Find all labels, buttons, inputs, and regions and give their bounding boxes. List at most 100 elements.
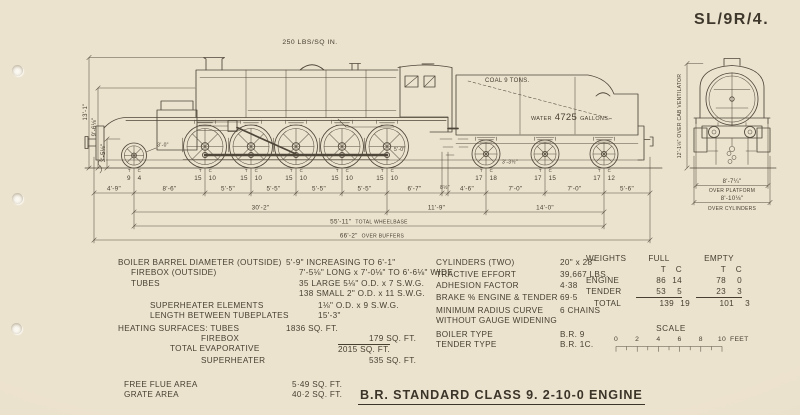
- pony-wheel: [121, 142, 147, 169]
- tender-frame: [455, 76, 639, 144]
- svg-text:8'-6": 8'-6": [162, 186, 176, 193]
- front-frame-legs: [707, 137, 757, 165]
- ruler-ticks: [615, 346, 723, 352]
- front-buffer-center: [747, 129, 753, 135]
- dome-and-safety-valves: [299, 63, 361, 71]
- engine-specs-table: CYLINDERS (TWO)20" x 28" TRACTIVE EFFORT…: [436, 258, 609, 350]
- svg-text:2: 2: [635, 336, 639, 343]
- svg-text:7'-0": 7'-0": [567, 186, 581, 193]
- svg-text:17: 17: [475, 175, 483, 182]
- svg-text:4'-6": 4'-6": [460, 186, 474, 193]
- svg-text:C: C: [138, 168, 141, 173]
- svg-text:T: T: [336, 168, 339, 173]
- svg-text:8'-10⅛": 8'-10⅛": [721, 196, 743, 202]
- coupling-hook: [729, 146, 735, 152]
- svg-text:C: C: [255, 168, 258, 173]
- drawing-number: SL/9R/4.: [694, 11, 770, 28]
- svg-text:OVER CYLINDERS: OVER CYLINDERS: [708, 206, 757, 212]
- svg-text:5'-5": 5'-5": [266, 186, 280, 193]
- engine: [84, 57, 643, 174]
- svg-text:17: 17: [593, 175, 601, 182]
- svg-text:5'-5": 5'-5": [312, 186, 326, 193]
- extension-lines: [93, 151, 651, 244]
- svg-text:0: 0: [614, 336, 618, 343]
- front-extension-lines: [686, 63, 769, 206]
- driver-wheel: [320, 124, 364, 169]
- tender-wheel: [471, 139, 501, 169]
- svg-text:T: T: [598, 168, 601, 173]
- svg-text:11'-9": 11'-9": [428, 205, 445, 212]
- svg-text:30'-2": 30'-2": [252, 205, 270, 212]
- svg-text:15: 15: [285, 175, 293, 182]
- spring: [475, 136, 497, 143]
- svg-text:9: 9: [127, 175, 131, 182]
- tender-steps: [457, 138, 469, 148]
- svg-text:18: 18: [490, 175, 498, 182]
- spring: [285, 119, 307, 126]
- front-view-dimensions: 12'-1⅛" OVER CAB VENTILATOR 8'-7¼" OVER …: [677, 74, 757, 212]
- front-buffer-center: [711, 129, 717, 135]
- height-chimney: 13'-1": [83, 103, 89, 120]
- cylinder-assembly: [156, 100, 238, 151]
- svg-text:T: T: [381, 168, 384, 173]
- svg-text:C: C: [490, 168, 493, 173]
- leader-line: [145, 147, 157, 153]
- svg-text:5'-5": 5'-5": [357, 186, 371, 193]
- brake-rigging: [182, 137, 390, 160]
- svg-text:15: 15: [376, 175, 384, 182]
- svg-text:C: C: [346, 168, 349, 173]
- svg-text:8'-7¼": 8'-7¼": [723, 179, 742, 185]
- driver-wheel: [229, 124, 273, 169]
- boiler-specs-table: BOILER BARREL DIAMETER (OUTSIDE)5'-9" IN…: [118, 258, 453, 400]
- coal-capacity-label: COAL 9 TONS.: [485, 78, 530, 84]
- front-buffer: [84, 125, 105, 161]
- dimensions: 13'-1" 9'-6⅛" 3'-5⅛" 3'-0" 5'-0" 3'-3½" …: [83, 55, 773, 244]
- driver-wheel: [274, 124, 318, 169]
- locomotive-drawing: 250 LBS/SQ IN.: [83, 39, 777, 244]
- coupling-link: [727, 159, 733, 164]
- dimension-lines: [93, 185, 771, 241]
- svg-text:T: T: [290, 168, 293, 173]
- driver-wheel-diameter: 5'-0": [394, 147, 405, 153]
- svg-text:7'-0": 7'-0": [508, 186, 522, 193]
- svg-text:C: C: [209, 168, 212, 173]
- punch-hole: [11, 323, 22, 334]
- boiler-bands: [199, 69, 397, 118]
- svg-text:4'-9": 4'-9": [107, 186, 121, 193]
- coupling-link: [726, 151, 732, 156]
- svg-text:T: T: [480, 168, 483, 173]
- front-buffer-head: [708, 126, 720, 138]
- svg-text:T: T: [128, 168, 131, 173]
- coal-slope-line: [467, 80, 613, 120]
- svg-text:14'-0": 14'-0": [536, 205, 554, 212]
- cab-window-glazing: [404, 75, 436, 88]
- scale-bar: SCALE 0 2 4 6 8 10 FEET: [612, 324, 752, 357]
- svg-text:FEET: FEET: [730, 336, 749, 343]
- svg-text:T: T: [199, 168, 202, 173]
- spring: [534, 136, 556, 143]
- spring: [331, 119, 353, 126]
- front-buffer-head: [744, 126, 756, 138]
- tender-wheel-diameter: 3'-3½": [502, 159, 518, 166]
- total-wheelbase: 55'-11"TOTAL WHEELBASE: [330, 219, 408, 226]
- svg-text:T: T: [245, 168, 248, 173]
- svg-text:10: 10: [718, 336, 726, 343]
- svg-text:5'-6": 5'-6": [620, 186, 634, 193]
- svg-text:10: 10: [346, 175, 354, 182]
- cab-windows: [404, 75, 436, 88]
- chimney: [203, 57, 225, 71]
- height-boiler: 9'-6⅛": [92, 118, 98, 137]
- cab-steps: [439, 138, 455, 156]
- svg-text:17: 17: [534, 175, 542, 182]
- height-platform: 3'-5⅛": [101, 144, 107, 163]
- svg-text:C: C: [608, 168, 611, 173]
- svg-text:15: 15: [331, 175, 339, 182]
- svg-text:10: 10: [255, 175, 263, 182]
- driver-wheel: [183, 124, 227, 169]
- front-buffer-beam: [701, 125, 763, 139]
- cab-ventilator-height: 12'-1⅛" OVER CAB VENTILATOR: [677, 74, 683, 159]
